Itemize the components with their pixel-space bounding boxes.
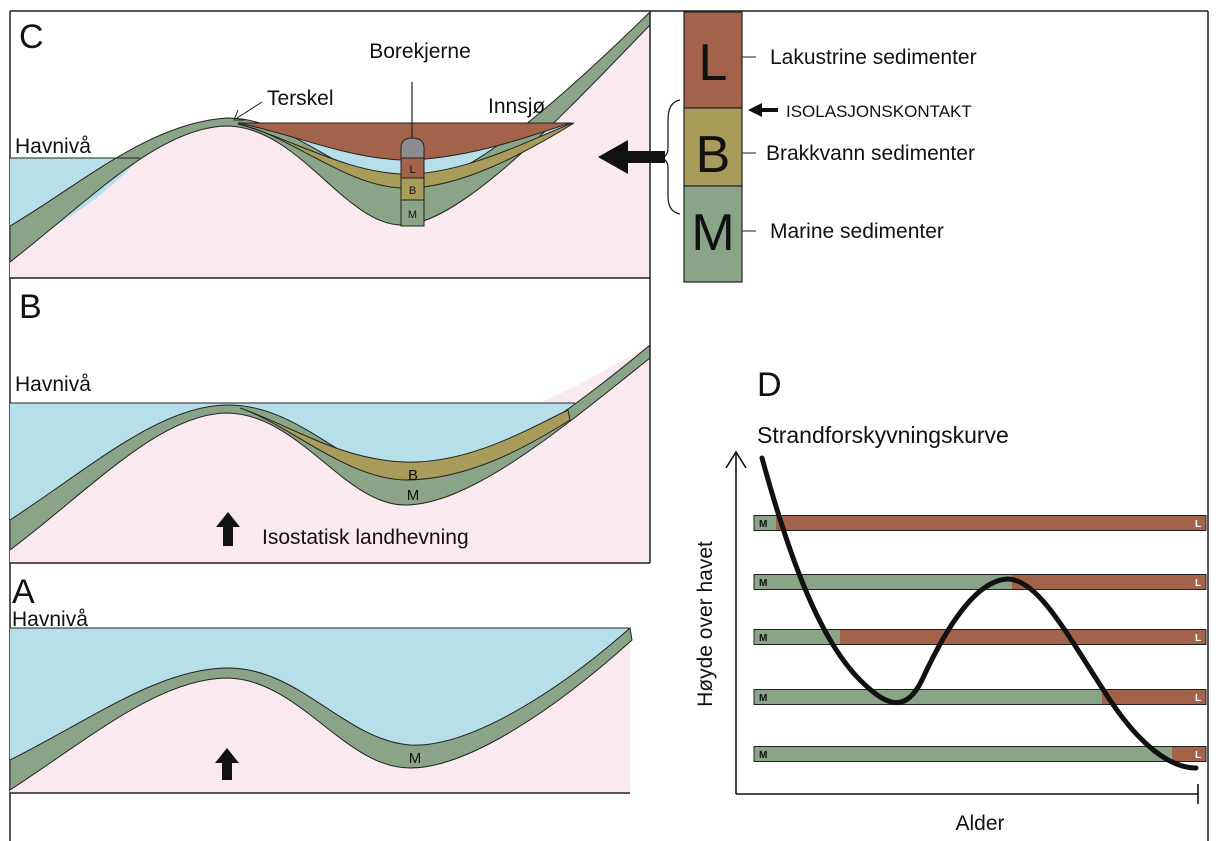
sill-pointer <box>236 101 263 119</box>
panel-a-letter: A <box>12 573 35 611</box>
bar-2-label-l: L <box>1195 578 1201 589</box>
panel-c-sill-label: Terskel <box>267 87 334 110</box>
bar-4-label-m: M <box>759 693 767 704</box>
legend-code-b: B <box>696 126 731 184</box>
bar-1-label-l: L <box>1195 519 1201 530</box>
legend-text-lacustrine: Lakustrine sedimenter <box>770 46 977 69</box>
sill-arrowhead <box>233 109 245 121</box>
panel-a-label-m: M <box>409 750 422 767</box>
panel-a: M A Havnivå <box>9 573 633 794</box>
panel-b-sea-level-label: Havnivå <box>15 373 91 396</box>
panel-b-land-triangle <box>540 345 650 403</box>
bar-4-label-l: L <box>1195 693 1201 704</box>
panel-b: B M Isostatisk landhevning B Havnivå <box>9 278 651 564</box>
panel-c-lake-label: Innsjø <box>488 95 545 118</box>
bar-3-label-l: L <box>1195 633 1201 644</box>
panel-c-sea-level-label: Havnivå <box>15 135 91 158</box>
core-marine <box>400 199 425 227</box>
bar-5-outline <box>753 746 1207 762</box>
legend-code-m: M <box>691 204 734 262</box>
y-axis-arrow-icon <box>725 450 747 469</box>
legend-marine <box>683 185 743 283</box>
uplift-arrow-small-icon <box>215 748 239 780</box>
core-top <box>400 137 425 159</box>
x-axis-label: Alder <box>955 812 1004 835</box>
shoreline-curve <box>759 455 1199 771</box>
bar-5-label-m: M <box>759 750 767 761</box>
bar-3-marine <box>754 629 840 645</box>
bar-5-label-l: L <box>1195 750 1201 761</box>
panel-b-brackish-layer <box>239 407 571 481</box>
bar-3-outline <box>753 629 1207 645</box>
bar-2-label-m: M <box>759 578 767 589</box>
panel-c-core: L B M <box>400 82 425 227</box>
bar-2-lacustrine <box>1012 574 1206 590</box>
panel-c-bedrock <box>10 12 650 278</box>
panel-b-bedrock <box>10 345 650 563</box>
y-axis-label: Høyde over havet <box>694 541 717 707</box>
core-label-l: L <box>409 164 415 176</box>
panel-b-letter: B <box>19 288 42 326</box>
legend-contact-label: ISOLASJONSKONTAKT <box>786 102 972 121</box>
panel-a-bedrock <box>10 628 630 793</box>
panel-b-label-b: B <box>408 467 418 484</box>
bar-2-marine <box>754 574 1012 590</box>
shoreline-bars: M L M L M L M L M L <box>753 515 1207 762</box>
panel-c-core-label: Borekjerne <box>369 40 471 63</box>
bar-4-outline <box>753 689 1207 705</box>
legend-text-brackish: Brakkvann sedimenter <box>766 142 975 165</box>
bar-1-marine <box>754 515 776 531</box>
panel-d-title: Strandforskyvningskurve <box>757 422 1009 448</box>
legend-lacustrine <box>683 11 743 109</box>
panel-d: D Strandforskyvningskurve M L M L M L M L M L Høy… <box>694 366 1207 835</box>
bar-5-marine <box>754 746 1172 762</box>
bar-5-lacustrine <box>1172 746 1206 762</box>
panel-d-letter: D <box>757 366 782 404</box>
legend-text-marine: Marine sedimenter <box>770 220 944 243</box>
uplift-arrow-icon <box>216 512 240 546</box>
legend-code-l: L <box>699 34 728 92</box>
bar-1-lacustrine <box>776 515 1206 531</box>
bar-1-label-m: M <box>759 519 767 530</box>
panel-a-marine-layer <box>9 627 633 791</box>
panel-b-label-m: M <box>407 487 420 504</box>
contact-arrow-icon <box>748 103 778 117</box>
link-arrow-icon <box>598 140 665 174</box>
legend: L B M Lakustrine sedimenter Brakkvann se… <box>598 11 977 283</box>
core-label-m: M <box>408 209 417 221</box>
core-label-b: B <box>409 185 416 197</box>
bar-3-label-m: M <box>759 633 767 644</box>
bar-4-marine <box>754 689 1102 705</box>
panel-c: L B M C Havnivå Terskel Innsjø Borekjern… <box>9 10 651 279</box>
bar-1-outline <box>753 515 1207 531</box>
panel-c-letter: C <box>19 18 44 56</box>
panel-a-sea-level-label: Havnivå <box>12 608 88 631</box>
legend-brackish <box>683 107 743 187</box>
bar-4-lacustrine <box>1102 689 1206 705</box>
bar-3-lacustrine <box>840 629 1206 645</box>
panel-b-uplift-label: Isostatisk landhevning <box>262 526 469 549</box>
